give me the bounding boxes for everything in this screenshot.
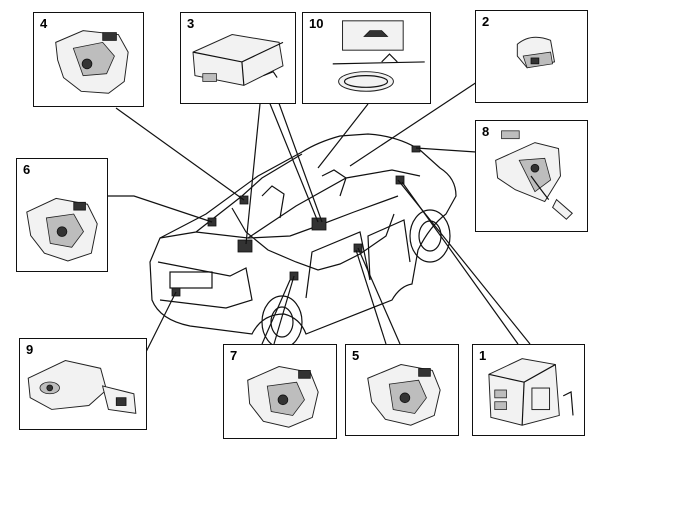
callout-number: 2 bbox=[482, 14, 490, 29]
callout-9: 9 bbox=[19, 338, 147, 430]
callout-number: 10 bbox=[309, 16, 324, 31]
callout-number: 6 bbox=[23, 162, 31, 177]
callout-4: 4 bbox=[33, 12, 144, 107]
callout-5: 5 bbox=[345, 344, 459, 436]
callout-10: 10 bbox=[302, 12, 431, 104]
hood-lock-image bbox=[495, 130, 573, 220]
callout-7: 7 bbox=[223, 344, 337, 439]
control-module-image bbox=[192, 34, 284, 86]
callout-number: 8 bbox=[482, 124, 490, 139]
door-lock-image bbox=[26, 197, 98, 262]
sensor-switch-image bbox=[516, 36, 556, 69]
callout-3: 3 bbox=[180, 12, 296, 104]
leader-lines bbox=[108, 79, 531, 353]
callout-number: 3 bbox=[187, 16, 195, 31]
callout-number: 5 bbox=[352, 348, 360, 363]
callout-6: 6 bbox=[16, 158, 108, 272]
callout-number: 4 bbox=[40, 16, 48, 31]
callout-number: 9 bbox=[26, 342, 34, 357]
callout-8: 8 bbox=[475, 120, 588, 232]
callout-number: 1 bbox=[479, 348, 487, 363]
door-lock-image bbox=[247, 366, 319, 428]
callout-number: 7 bbox=[230, 348, 238, 363]
connector-block-image bbox=[488, 358, 574, 426]
callout-2: 2 bbox=[475, 10, 588, 103]
tailgate-lock-image bbox=[27, 360, 137, 414]
door-lock-image bbox=[367, 364, 441, 426]
door-lock-image bbox=[55, 30, 129, 94]
callout-1: 1 bbox=[472, 344, 585, 436]
mirror-image bbox=[332, 20, 425, 92]
